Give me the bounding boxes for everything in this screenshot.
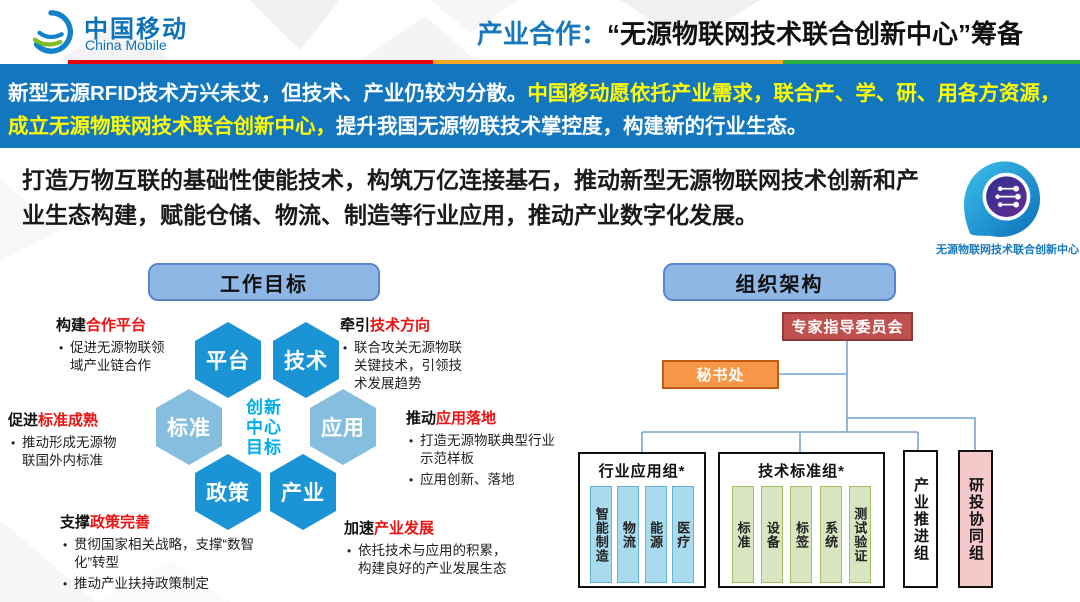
group-tech-standard: 技术标准组* 标准 设备 标签 系统 测试验证 [718,452,885,588]
bullet-item: 打造无源物联典型行业示范样板 [409,432,558,468]
annotation-title: 推动应用落地 [406,407,558,428]
page-title-main: “无源物联网技术联合创新中心”筹备 [607,19,1024,49]
sub-box-label: 测试验证 [852,506,868,563]
annotation-highlight: 技术方向 [370,317,431,334]
divider-red [68,60,433,64]
sub-box-label: 标准 [735,520,751,549]
divider-orange [433,60,783,64]
annotation-application-landing: 推动应用落地 打造无源物联典型行业示范样板 应用创新、落地 [406,407,558,489]
annotation-highlight: 标准成熟 [38,412,99,429]
group-label: 产业推进组 [912,476,929,562]
badge-caption: 无源物联网技术联合创新中心 [936,244,1079,256]
expert-committee-box: 专家指导委员会 [782,312,913,341]
section-title-org-structure: 组织架构 [663,263,896,301]
sub-box-label: 设备 [764,520,780,549]
secretariat-box: 秘书处 [662,360,779,389]
annotation-bullets: 贯彻国家相关战略，支撑“数智化”转型 推动产业扶持政策制定 [60,536,260,593]
annotation-industry-development: 加速产业发展 依托技术与应用的积累，构建良好的产业发展生态 [344,517,516,578]
sub-box-label: 物流 [620,520,636,549]
sub-box-label: 智能制造 [593,506,609,563]
china-mobile-logo-icon [32,10,73,54]
group-label: 研投协同组 [967,476,984,562]
bullet-item: 依托技术与应用的积累，构建良好的产业发展生态 [347,542,516,578]
bullet-item: 促进无源物联领域产业链合作 [59,339,176,375]
sub-box-test-verification: 测试验证 [848,486,871,583]
annotation-bullets: 依托技术与应用的积累，构建良好的产业发展生态 [344,542,516,578]
annotation-highlight: 产业发展 [374,520,435,537]
annotation-title: 构建合作平台 [56,314,176,335]
group-title: 行业应用组* [598,463,686,480]
banner-text-white-1: 新型无源RFID技术方兴未艾，但技术、产业仍较为分散。 [8,82,528,105]
sub-box-system: 系统 [819,486,842,583]
sub-box-smart-manufacturing: 智能制造 [590,486,613,583]
sub-box-label: 医疗 [675,520,691,549]
innovation-center-logo-icon [964,161,1041,238]
bullet-item: 联合攻关无源物联关键技术，引领技术发展趋势 [343,339,472,393]
annotation-bullets: 打造无源物联典型行业示范样板 应用创新、落地 [406,432,558,489]
sub-box-medical: 医疗 [671,486,694,583]
banner-text-yellow: 中国移动愿依托产业需求，联合产、学、研、用各方资源，成立无源物联网技术联合创新中… [8,82,1061,138]
logo-text-en: China Mobile [85,37,167,53]
banner-text-white-2: 提升我国无源物联技术掌控度，构建新的行业生态。 [336,115,808,138]
sub-box-tag: 标签 [790,486,813,583]
sub-box-row: 智能制造 物流 能源 医疗 [580,486,704,583]
annotation-policy-improvement: 支撑政策完善 贯彻国家相关战略，支撑“数智化”转型 推动产业扶持政策制定 [60,511,260,593]
logo-text-cn: 中国移动 [84,16,188,43]
innovation-center-badge: 无源物联网技术联合创新中心 [936,156,1079,257]
group-research-investment: 研投协同组 [958,450,993,588]
annotation-bullets: 促进无源物联领域产业链合作 [56,339,176,375]
page-title: 产业合作：“无源物联网技术联合创新中心”筹备 [477,14,1023,51]
sub-box-label: 标签 [793,520,809,549]
group-industry-promotion: 产业推进组 [903,450,938,588]
annotation-standard-maturity: 促进标准成熟 推动形成无源物联国外内标准 [8,409,128,470]
annotation-highlight: 政策完善 [90,514,151,531]
annotation-prefix: 牵引 [340,317,371,334]
sub-box-energy: 能源 [644,486,667,583]
sub-box-label: 能源 [648,520,664,549]
annotation-title: 促进标准成熟 [8,409,128,430]
annotation-bullets: 推动形成无源物联国外内标准 [8,434,128,470]
bullet-item: 贯彻国家相关战略，支撑“数智化”转型 [63,536,260,572]
group-industry-application: 行业应用组* 智能制造 物流 能源 医疗 [578,452,706,588]
divider-blue [0,64,1080,70]
section-title-work-goals: 工作目标 [148,263,380,301]
divider-green [783,60,1080,64]
bullet-item: 应用创新、落地 [409,471,558,489]
sub-box-label: 系统 [823,520,839,549]
page-title-prefix: 产业合作： [477,19,608,49]
sub-box-row: 标准 设备 标签 系统 测试验证 [720,486,883,583]
bullet-item: 推动产业扶持政策制定 [63,575,260,593]
intro-paragraph: 打造万物互联的基础性使能技术，构筑万亿连接基石，推动新型无源物联网技术创新和产业… [22,167,919,228]
annotation-cooperation-platform: 构建合作平台 促进无源物联领域产业链合作 [56,314,176,375]
annotation-title: 支撑政策完善 [60,511,260,532]
annotation-tech-direction: 牵引技术方向 联合攻关无源物联关键技术，引领技术发展趋势 [340,314,472,393]
sub-box-equipment: 设备 [761,486,784,583]
bullet-item: 推动形成无源物联国外内标准 [11,434,128,470]
hexagon-center-label: 创新 中心 目标 [246,398,282,457]
annotation-prefix: 加速 [344,520,375,537]
annotation-bullets: 联合攻关无源物联关键技术，引领技术发展趋势 [340,339,472,393]
annotation-prefix: 推动 [406,410,437,427]
annotation-prefix: 支撑 [60,514,91,531]
annotation-title: 加速产业发展 [344,517,516,538]
annotation-prefix: 构建 [56,317,87,334]
annotation-title: 牵引技术方向 [340,314,472,335]
summary-banner: 新型无源RFID技术方兴未艾，但技术、产业仍较为分散。中国移动愿依托产业需求，联… [0,70,1080,148]
sub-box-logistics: 物流 [617,486,640,583]
sub-box-standard: 标准 [732,486,755,583]
group-title: 技术标准组* [758,463,845,480]
annotation-highlight: 应用落地 [436,410,497,427]
annotation-highlight: 合作平台 [86,317,147,334]
annotation-prefix: 促进 [8,412,39,429]
